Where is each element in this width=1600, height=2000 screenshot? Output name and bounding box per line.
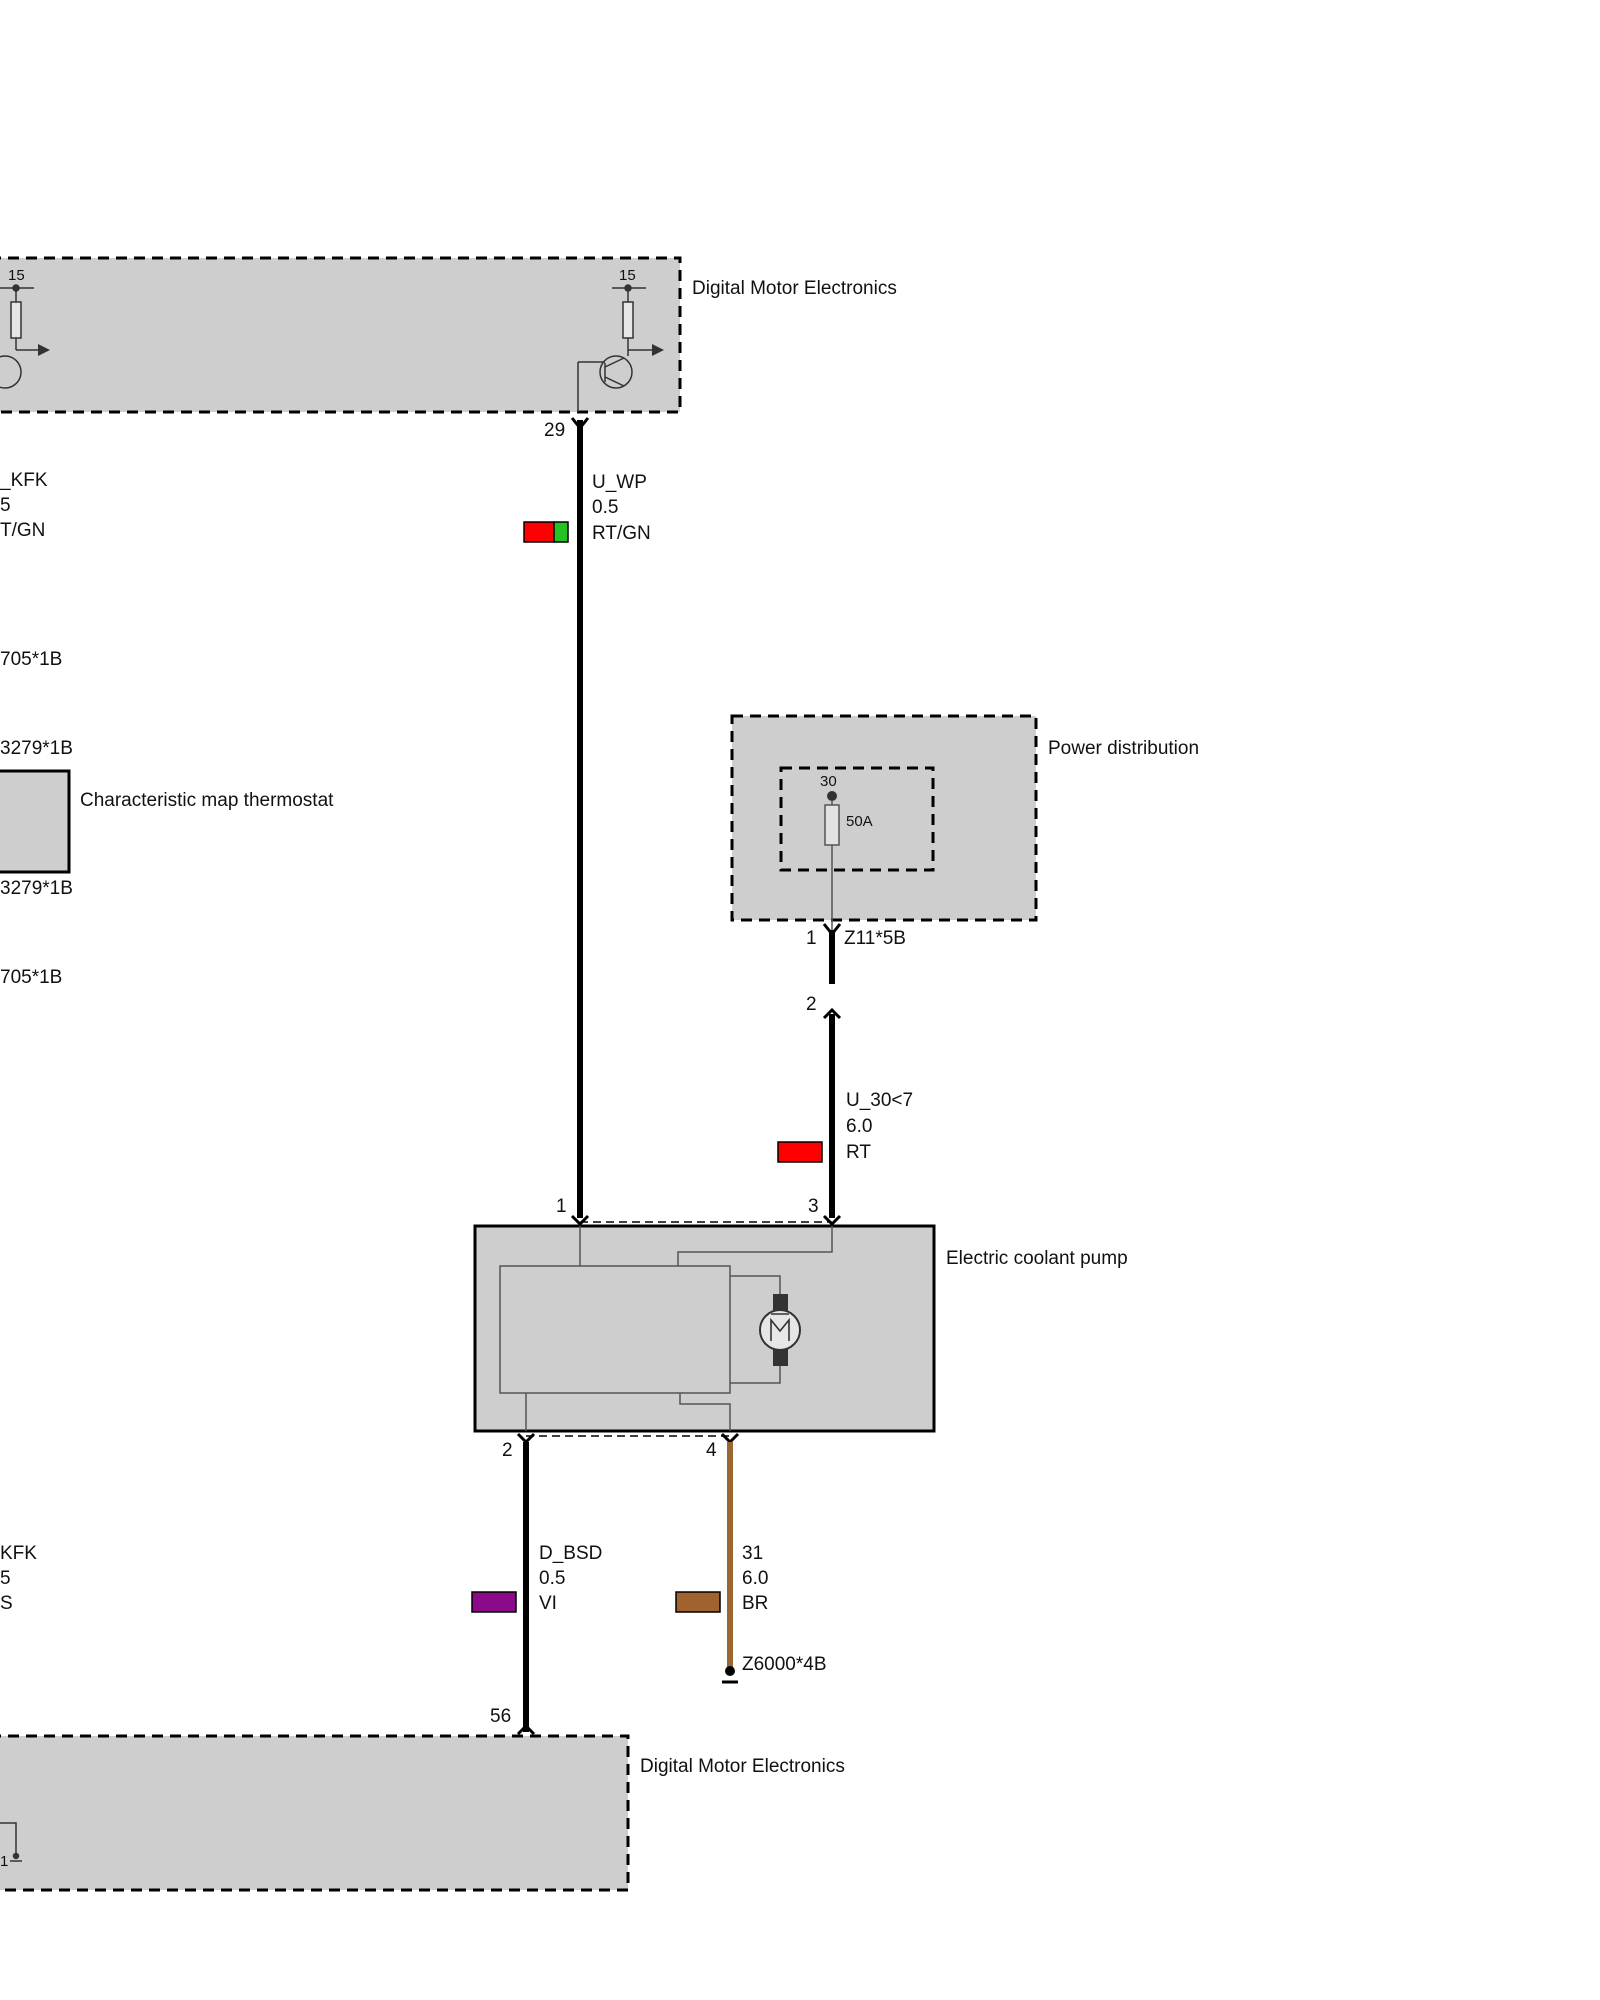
pin-pump-4: 4 [706, 1440, 717, 1461]
d-bsd-signal: D_BSD [539, 1543, 602, 1564]
dme-top-module: 15 15 Digital Motor Electronics [0, 256, 897, 414]
wire-u-30: 1 Z11*5B 2 U_30<7 6.0 RT [777, 923, 913, 1218]
u-30-color-swatch [777, 1141, 823, 1163]
d-bsd-color: VI [539, 1593, 557, 1614]
wire-d-bsd: D_BSD 0.5 VI 56 [471, 1442, 602, 1736]
coolant-pump-component: 1 3 Electric coolant pump 2 4 [473, 1196, 1128, 1461]
gnd-31-signal: 31 [742, 1543, 763, 1564]
dme-top-title: Digital Motor Electronics [692, 278, 897, 299]
gnd-31-size: 6.0 [742, 1568, 768, 1589]
u-wp-color-swatch [523, 521, 569, 543]
motor-icon [759, 1294, 801, 1366]
pin-pump-3: 3 [808, 1196, 819, 1217]
left-connector-b: 3279*1B [0, 738, 73, 759]
left-bottom-wire-size: 5 [0, 1568, 11, 1589]
pin-pd-1: 1 [806, 928, 817, 949]
dme-bottom-terminal: 1 [0, 1853, 8, 1870]
dme-bottom-title: Digital Motor Electronics [640, 1756, 845, 1777]
gnd-31-color-swatch [675, 1591, 721, 1613]
thermostat-title: Characteristic map thermostat [80, 790, 334, 811]
dme-top-left-driver [0, 284, 50, 389]
pump-internal-wiring [525, 1226, 833, 1431]
pin-dme-56: 56 [490, 1706, 511, 1727]
u-wp-signal: U_WP [592, 472, 647, 493]
dme-bottom-internal-ground [0, 1822, 22, 1862]
left-bottom-wire-signal: KFK [0, 1543, 37, 1564]
d-bsd-color-swatch [471, 1591, 517, 1613]
power-distribution-module: 30 50A Power distribution [730, 714, 1199, 930]
wire-u-wp: 29 U_WP 0.5 RT/GN [523, 417, 651, 1218]
dme-top-right-driver [577, 284, 664, 412]
d-bsd-size: 0.5 [539, 1568, 565, 1589]
left-connector-c: 3279*1B [0, 878, 73, 899]
pin-pump-1: 1 [556, 1196, 567, 1217]
pin-pump-2: 2 [502, 1440, 513, 1461]
pin-dme-29: 29 [544, 420, 565, 441]
gnd-31-color: BR [742, 1593, 768, 1614]
pin-pd-2: 2 [806, 994, 817, 1015]
left-connector-d: 705*1B [0, 967, 62, 988]
dme-top-right-terminal: 15 [619, 267, 636, 284]
u-wp-color: RT/GN [592, 523, 651, 544]
ground-point-label: Z6000*4B [742, 1654, 827, 1675]
dme-top-left-terminal: 15 [8, 267, 25, 284]
left-wire-size: 5 [0, 495, 11, 516]
left-bottom-wire-color: S [0, 1593, 13, 1614]
u-wp-size: 0.5 [592, 497, 618, 518]
fuse-symbol [824, 791, 840, 930]
dme-bottom-module: 1 Digital Motor Electronics [0, 1734, 845, 1892]
coolant-pump-title: Electric coolant pump [946, 1248, 1128, 1269]
u-30-signal: U_30<7 [846, 1090, 913, 1111]
wire-ground-31: 31 6.0 BR Z6000*4B [675, 1442, 827, 1684]
left-connector-a: 705*1B [0, 649, 62, 670]
power-distribution-title: Power distribution [1048, 738, 1199, 759]
left-wire-signal: _KFK [0, 470, 48, 491]
u-30-color: RT [846, 1142, 871, 1163]
pd-connector: Z11*5B [844, 928, 906, 949]
left-wire-color: T/GN [0, 520, 45, 541]
thermostat-component: Characteristic map thermostat [0, 769, 334, 874]
fuse-terminal-30: 30 [820, 773, 837, 790]
left-partial-labels: _KFK 5 T/GN 705*1B 3279*1B 3279*1B 705*1… [0, 470, 73, 1614]
u-30-size: 6.0 [846, 1116, 872, 1137]
fuse-rating: 50A [846, 813, 873, 830]
